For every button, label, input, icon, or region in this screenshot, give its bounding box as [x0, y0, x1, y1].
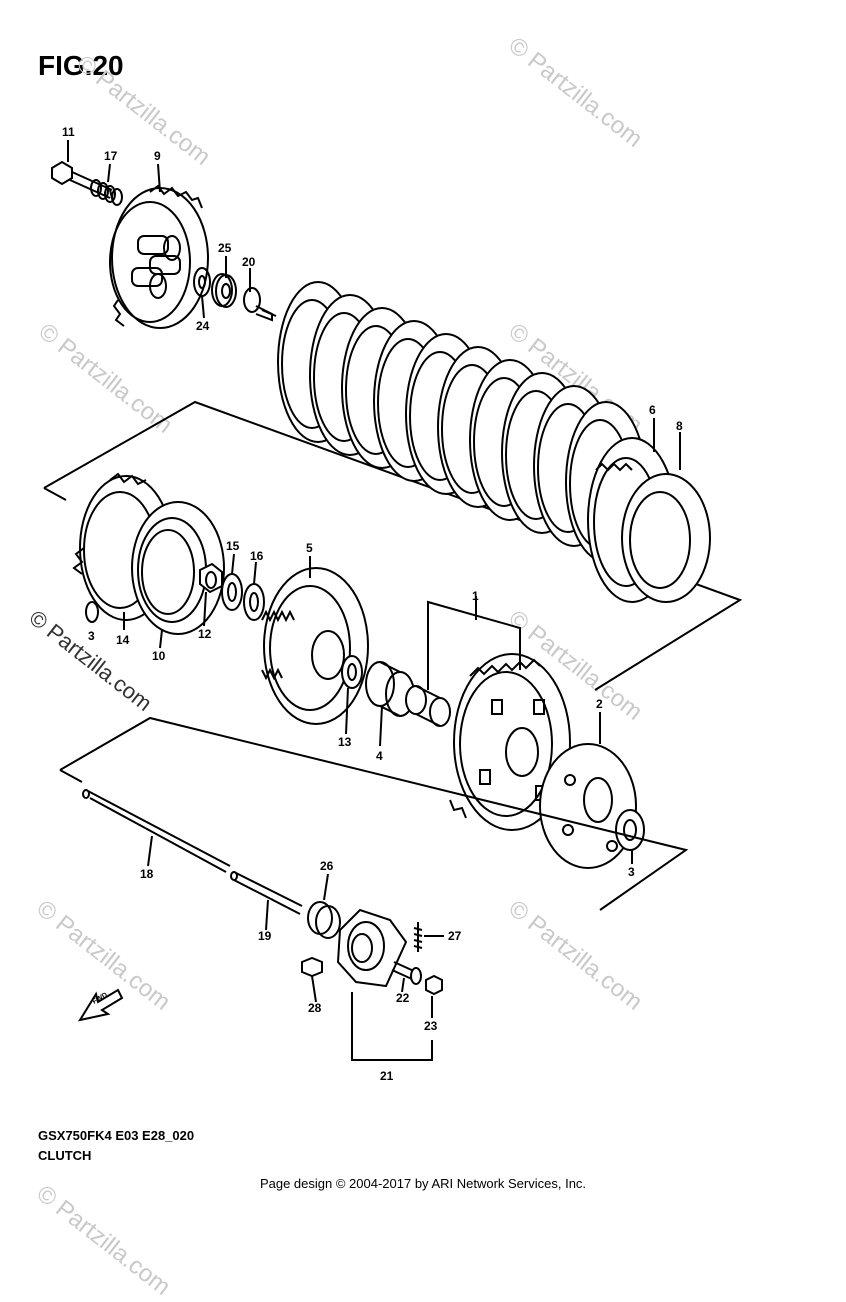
thrust-washer-3a	[86, 602, 98, 622]
callout-2: 2	[596, 697, 603, 711]
washer-13	[342, 656, 362, 688]
oil-seal-26	[308, 902, 340, 938]
callout-13: 13	[338, 735, 352, 749]
nut-12	[200, 564, 222, 592]
callout-6: 6	[649, 403, 656, 417]
callout-9: 9	[154, 149, 161, 163]
callout-28: 28	[308, 1001, 322, 1015]
callout-3b: 3	[628, 865, 635, 879]
callout-5: 5	[306, 541, 313, 555]
callout-24: 24	[196, 319, 210, 333]
callout-22: 22	[396, 991, 410, 1005]
clutch-plate-stack	[278, 282, 710, 602]
catalog-code: GSX750FK4 E03 E28_020	[38, 1128, 195, 1143]
callout-12: 12	[198, 627, 212, 641]
oil-pump-drive-gear-2	[540, 744, 636, 868]
push-rod-19	[231, 872, 302, 914]
bolt-28	[302, 958, 322, 976]
washer-16	[244, 584, 264, 620]
callout-25: 25	[218, 241, 232, 255]
callout-18: 18	[140, 867, 154, 881]
catalog-name: CLUTCH	[38, 1148, 92, 1163]
callout-8: 8	[676, 419, 683, 433]
callout-bracket-1	[428, 602, 520, 690]
callout-11: 11	[62, 125, 75, 139]
spring-seat-10	[132, 502, 224, 634]
callout-4: 4	[376, 749, 383, 763]
bolt-22	[392, 962, 421, 984]
spring-17	[91, 180, 122, 205]
callout-10: 10	[152, 649, 166, 663]
callout-1: 1	[472, 589, 479, 603]
callout-20: 20	[242, 255, 256, 269]
pressure-plate-9	[110, 186, 208, 328]
thrust-washer-3b	[616, 810, 644, 850]
callout-14: 14	[116, 633, 130, 647]
callout-17: 17	[104, 149, 118, 163]
spacer-sleeve	[406, 686, 450, 726]
callout-27: 27	[448, 929, 462, 943]
nut-23	[426, 976, 442, 994]
exploded-parts-diagram: 11 17 9 25 20 24 6 8 15 16 5 1 3 14 12 1…	[0, 125, 846, 1083]
washer-15	[222, 574, 242, 610]
callout-21: 21	[380, 1069, 394, 1083]
page-footer: Page design © 2004-2017 by ARI Network S…	[259, 1176, 587, 1191]
callout-bracket-21	[352, 992, 432, 1060]
fwd-arrow-icon	[80, 990, 122, 1020]
callout-19: 19	[258, 929, 272, 943]
bolt-11	[52, 162, 112, 198]
bearing-25	[212, 274, 236, 307]
callout-15: 15	[226, 539, 240, 553]
callout-23: 23	[424, 1019, 438, 1033]
push-rod-20	[244, 288, 276, 320]
callout-16: 16	[250, 549, 264, 563]
figure-title: FIG.20	[38, 50, 124, 81]
clutch-sleeve-hub-5	[262, 568, 368, 724]
lower-frame	[60, 718, 686, 910]
release-cylinder-21	[338, 910, 406, 986]
push-rod-18	[83, 790, 230, 872]
bleeder-27	[414, 922, 422, 952]
callout-26: 26	[320, 859, 334, 873]
callout-3a: 3	[88, 629, 95, 643]
